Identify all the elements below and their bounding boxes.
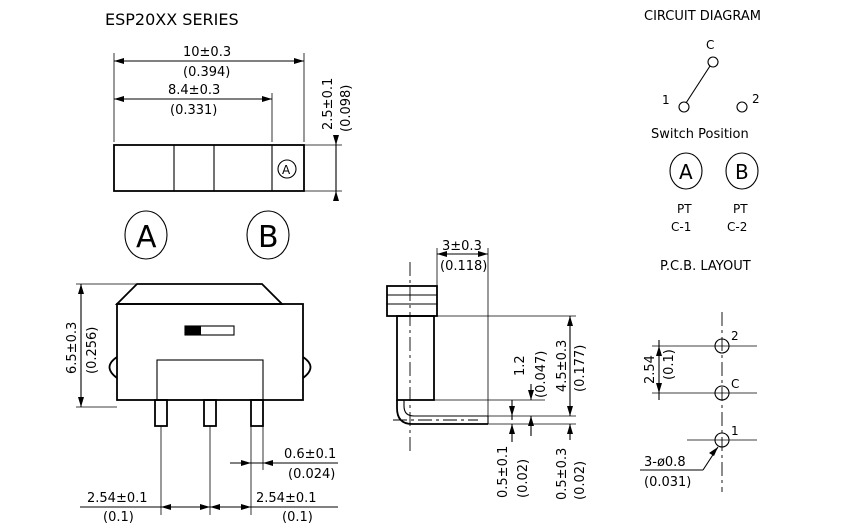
pos-b-label: B (735, 160, 749, 184)
dim-hole: 3-ø0.8 (644, 455, 686, 470)
dim-pitch-right: 2.54±0.1 (256, 491, 317, 506)
dim-c-inch: (0.02) (516, 459, 531, 498)
circuit-diagram: CIRCUIT DIAGRAM C 1 2 Switch Position A … (644, 9, 761, 234)
node-1-label: 1 (662, 93, 670, 107)
dim-hole-inch: (0.031) (644, 475, 691, 490)
pos-b-symbol (725, 152, 759, 190)
side-body (396, 315, 435, 401)
dim-pitch-left-inch: (0.1) (103, 510, 134, 525)
left-ear (108, 356, 118, 379)
pcb-title: P.C.B. LAYOUT (660, 259, 751, 274)
pos-a-symbol (669, 152, 703, 190)
side-actuator (386, 285, 438, 317)
dim-pitch-right-inch: (0.1) (282, 510, 313, 525)
side-view: 3±0.3 (0.118) 1.2 (0.047) 4.5±0.3 (0.177… (386, 239, 588, 500)
pos-a-label: A (679, 160, 693, 184)
dim-side-width: 3±0.3 (442, 239, 482, 254)
dim-a: 1.2 (513, 355, 528, 376)
pcb-layout: P.C.B. LAYOUT 2 C 1 2.54 (0.1) 3-ø0.8 (0… (640, 259, 757, 492)
dim-inner-width-inch: (0.331) (170, 103, 217, 118)
conn-b: C-2 (727, 220, 747, 234)
position-a-symbol (124, 210, 168, 260)
pt-b: PT (733, 202, 748, 216)
series-title: ESP20XX SERIES (105, 10, 239, 29)
pad-2-label: 2 (731, 329, 739, 343)
pin-c (203, 399, 217, 427)
position-mark-label: A (282, 163, 291, 177)
front-view: 6.5±0.3 (0.256) 0.6±0.1 (0.024) 2.54±0.1… (65, 283, 338, 525)
dim-total-width-inch: (0.394) (183, 65, 230, 80)
pad-c (714, 385, 730, 401)
dim-pin-width: 0.6±0.1 (284, 447, 336, 462)
pin-1 (154, 399, 168, 427)
dim-side-width-inch: (0.118) (440, 259, 487, 274)
dim-b-inch: (0.177) (573, 345, 588, 392)
pin-2 (250, 399, 264, 427)
dim-d-inch: (0.02) (573, 461, 588, 500)
position-mark-circle (277, 159, 297, 179)
right-ear (302, 356, 312, 379)
node-c (707, 56, 719, 68)
position-b-label: B (258, 220, 279, 255)
top-view: ESP20XX SERIES 10±0.3 (0.394) 8.4±0.3 (0… (105, 10, 354, 260)
dim-front-height: 6.5±0.3 (65, 322, 80, 374)
dim-c: 0.5±0.1 (496, 446, 511, 498)
pt-a: PT (677, 202, 692, 216)
pad-2 (714, 338, 730, 354)
node-1 (678, 101, 690, 113)
pad-c-label: C (731, 377, 739, 391)
switch-lever (685, 65, 711, 104)
conn-a: C-1 (671, 220, 691, 234)
dim-a-inch: (0.047) (534, 351, 549, 398)
side-lead-inner (403, 400, 488, 417)
dim-pitch-left: 2.54±0.1 (87, 491, 148, 506)
dim-height-inch: (0.098) (339, 85, 354, 132)
dim-pcb-pitch: 2.54 (643, 355, 658, 384)
side-lead-outer (396, 400, 488, 425)
dim-front-height-inch: (0.256) (85, 327, 100, 374)
dim-b: 4.5±0.3 (555, 340, 570, 392)
circuit-title: CIRCUIT DIAGRAM (644, 9, 761, 24)
node-2 (736, 101, 748, 113)
switch-body-top (113, 144, 305, 192)
slide-knob (185, 326, 201, 335)
position-b-symbol (246, 210, 290, 260)
pad-1 (714, 432, 730, 448)
dim-pin-width-inch: (0.024) (288, 467, 335, 482)
dim-pcb-pitch-inch: (0.1) (662, 349, 677, 380)
dim-total-width: 10±0.3 (183, 45, 231, 60)
actuator-cap (114, 283, 285, 305)
switch-position-caption: Switch Position (651, 127, 749, 142)
dim-d: 0.5±0.3 (555, 448, 570, 500)
pad-1-label: 1 (731, 424, 739, 438)
dim-height: 2.5±0.1 (321, 78, 336, 130)
position-a-label: A (136, 220, 157, 255)
switch-body-front (116, 303, 304, 401)
node-2-label: 2 (752, 92, 760, 106)
dim-inner-width: 8.4±0.3 (168, 83, 220, 98)
node-c-label: C (706, 38, 714, 52)
